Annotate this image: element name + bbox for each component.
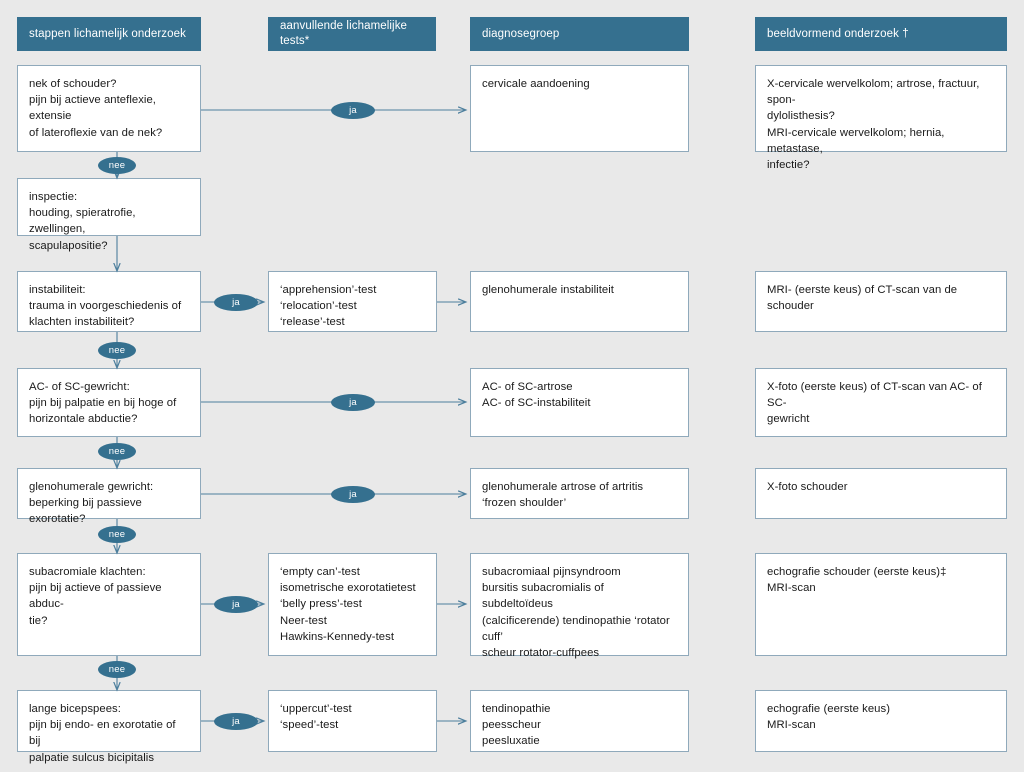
diagnosis-box-ac-sc[interactable]: AC- of SC-artrose AC- of SC-instabilitei… bbox=[470, 368, 689, 437]
step-box-inspectie[interactable]: inspectie: houding, spieratrofie, zwelli… bbox=[17, 178, 201, 252]
column-header-steps-label: stappen lichamelijk onderzoek bbox=[29, 27, 186, 40]
edge-label-ja-ac-sc: ja bbox=[331, 394, 375, 411]
imaging-box-bicepspees[interactable]: echografie (eerste keus) MRI-scan bbox=[755, 690, 1007, 752]
diagnosis-box-nek[interactable]: cervicale aandoening bbox=[470, 65, 689, 152]
imaging-box-glenohumeraal[interactable]: X-foto schouder bbox=[755, 468, 1007, 519]
edge-label-ja-glenohumeraal: ja bbox=[331, 486, 375, 503]
diagnosis-box-subacromiaal[interactable]: subacromiaal pijnsyndroom bursitis subac… bbox=[470, 553, 689, 659]
imaging-box-subacromiaal[interactable]: echografie schouder (eerste keus)‡ MRI-s… bbox=[755, 553, 1007, 656]
imaging-box-instabiliteit[interactable]: MRI- (eerste keus) of CT-scan van de sch… bbox=[755, 271, 1007, 332]
column-header-diagnosis-label: diagnosegroep bbox=[482, 27, 560, 40]
tests-box-instabiliteit[interactable]: ‘apprehension’-test ‘relocation’-test ‘r… bbox=[268, 271, 437, 332]
step-box-nek[interactable]: nek of schouder? pijn bij actieve antefl… bbox=[17, 65, 201, 152]
column-header-tests: aanvullende lichamelijke tests* bbox=[268, 17, 436, 51]
diagnosis-box-glenohumeraal[interactable]: glenohumerale artrose of artritis ‘froze… bbox=[470, 468, 689, 519]
tests-box-subacromiaal[interactable]: ‘empty can’-test isometrische exorotatie… bbox=[268, 553, 437, 656]
column-header-imaging: beeldvormend onderzoek † bbox=[755, 17, 1007, 51]
edge-label-ja-instabiliteit: ja bbox=[214, 294, 258, 311]
column-header-tests-label: aanvullende lichamelijke tests* bbox=[280, 20, 408, 47]
edge-label-nee-instabiliteit: nee bbox=[98, 342, 136, 359]
imaging-box-ac-sc[interactable]: X-foto (eerste keus) of CT-scan van AC- … bbox=[755, 368, 1007, 437]
edge-label-ja-subacromiaal: ja bbox=[214, 596, 258, 613]
edge-label-nee-nek: nee bbox=[98, 157, 136, 174]
column-header-steps: stappen lichamelijk onderzoek bbox=[17, 17, 201, 51]
tests-box-bicepspees[interactable]: ‘uppercut’-test ‘speed’-test bbox=[268, 690, 437, 752]
step-box-bicepspees[interactable]: lange bicepspees: pijn bij endo- en exor… bbox=[17, 690, 201, 764]
edge-label-nee-subacromiaal: nee bbox=[98, 661, 136, 678]
edge-label-nee-ac-sc: nee bbox=[98, 443, 136, 460]
step-box-ac-sc[interactable]: AC- of SC-gewricht: pijn bij palpatie en… bbox=[17, 368, 201, 437]
imaging-box-nek[interactable]: X-cervicale wervelkolom; artrose, fractu… bbox=[755, 65, 1007, 171]
edge-label-ja-bicepspees: ja bbox=[214, 713, 258, 730]
step-box-glenohumeraal[interactable]: glenohumerale gewricht: beperking bij pa… bbox=[17, 468, 201, 525]
step-box-instabiliteit[interactable]: instabiliteit: trauma in voorgeschiedeni… bbox=[17, 271, 201, 332]
column-header-imaging-label: beeldvormend onderzoek † bbox=[767, 27, 909, 40]
edge-label-ja-nek: ja bbox=[331, 102, 375, 119]
edge-label-nee-glenohumeraal: nee bbox=[98, 526, 136, 543]
step-box-subacromiaal[interactable]: subacromiale klachten: pijn bij actieve … bbox=[17, 553, 201, 656]
diagnosis-box-instabiliteit[interactable]: glenohumerale instabiliteit bbox=[470, 271, 689, 332]
diagnosis-box-bicepspees[interactable]: tendinopathie peesscheur peesluxatie bbox=[470, 690, 689, 752]
column-header-diagnosis: diagnosegroep bbox=[470, 17, 689, 51]
